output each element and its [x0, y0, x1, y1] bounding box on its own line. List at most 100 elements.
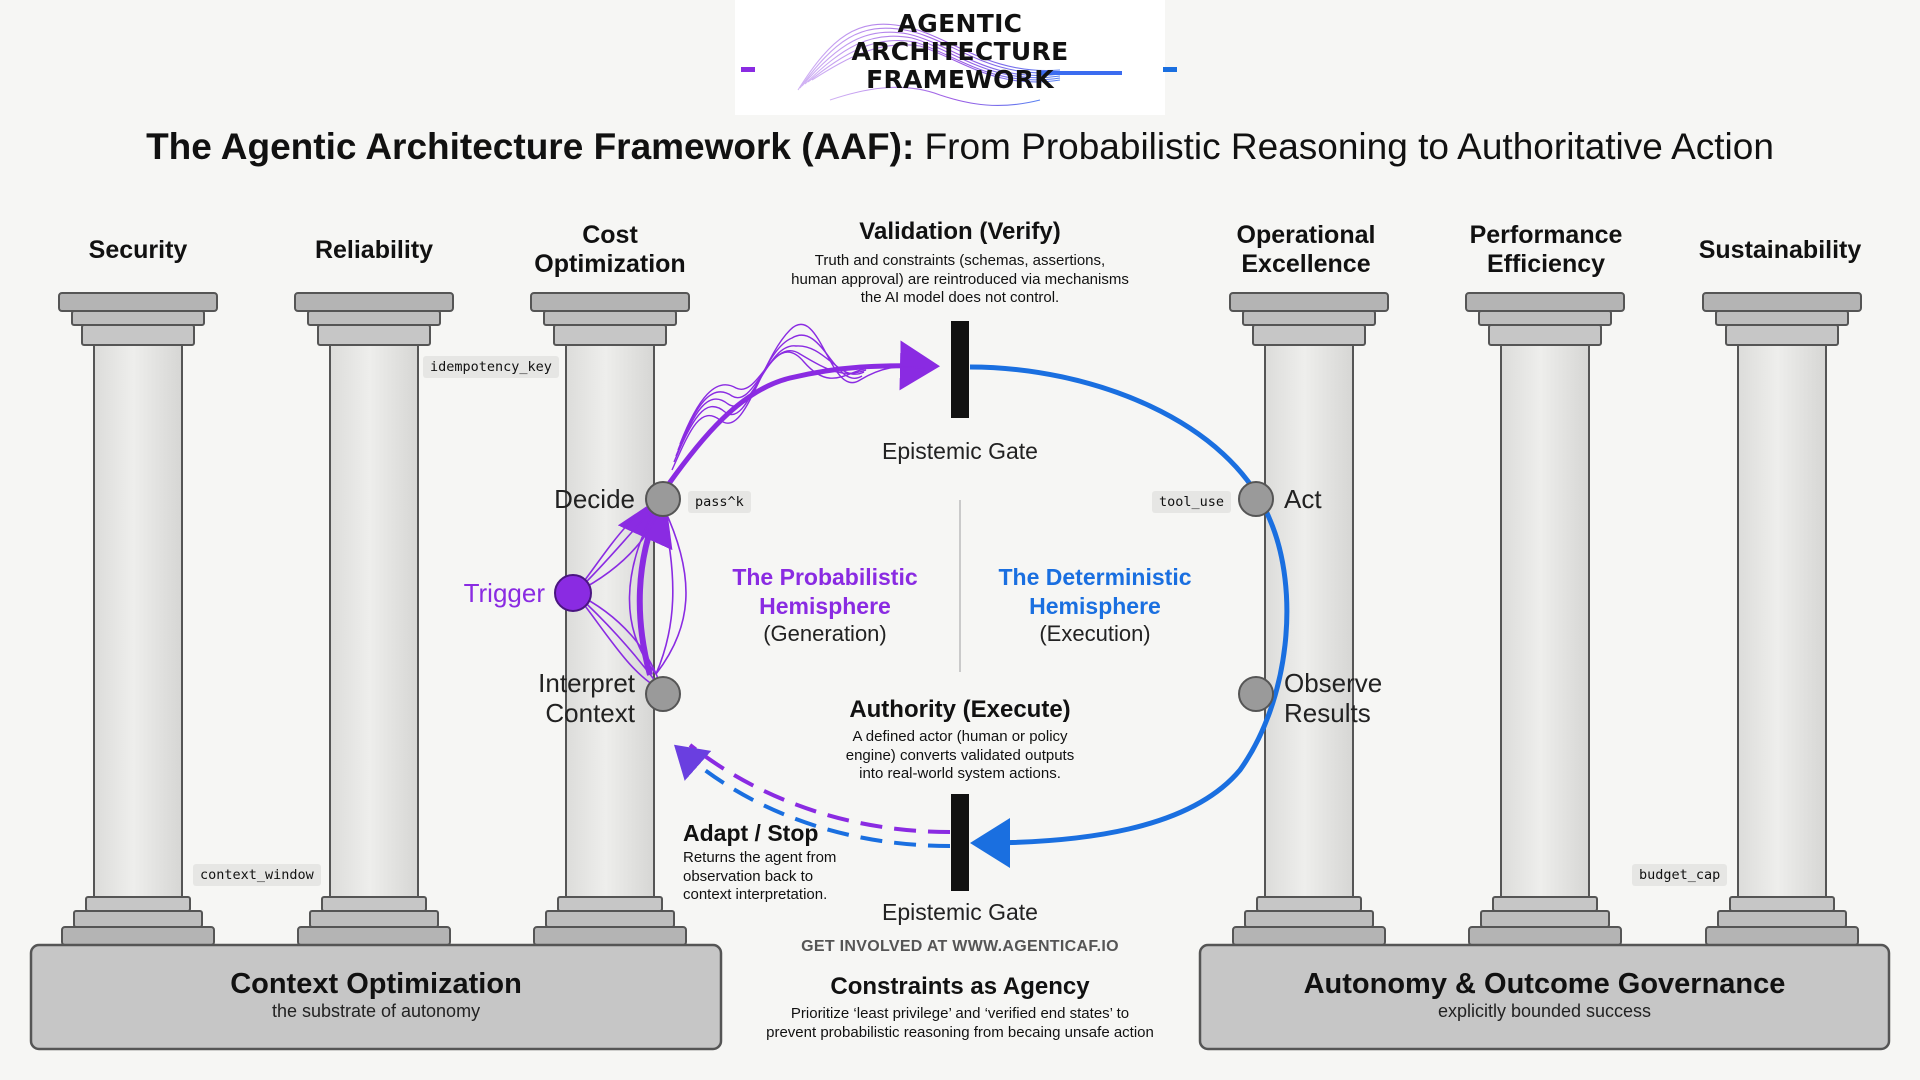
authority-line: A defined actor (human or policy	[852, 728, 1068, 745]
validation-line: Truth and constraints (schemas, assertio…	[814, 252, 1106, 269]
observe-line: Observe	[1284, 668, 1383, 698]
interpret-line: Interpret	[538, 668, 635, 698]
code-tag-budget-cap: budget_cap	[1632, 864, 1728, 886]
pillar-capital-ring	[1715, 310, 1849, 326]
authority-block: Authority (Execute) A defined actor (hum…	[800, 696, 1120, 784]
execution-arc	[969, 364, 1290, 868]
pillars-group	[58, 292, 1862, 946]
top-epistemic-gate	[951, 321, 969, 418]
act-node	[1238, 481, 1274, 517]
pillar-shaft	[1500, 344, 1590, 898]
right-base: Autonomy & Outcome Governance explicitly…	[1200, 968, 1889, 1022]
get-involved-link[interactable]: GET INVOLVED AT WWW.AGENTICAF.IO	[801, 938, 1119, 955]
pillar-capital-ring	[1478, 310, 1612, 326]
validation-line: human approval) are reintroduced via mec…	[791, 270, 1129, 288]
code-tag-idempotency-key: idempotency_key	[423, 356, 559, 378]
deterministic-title: Hemisphere	[1029, 593, 1161, 619]
validation-heading: Validation (Verify)	[859, 218, 1061, 245]
bottom-gate-label: Epistemic Gate	[882, 899, 1038, 925]
pillar-label-sustainability: Sustainability	[1698, 236, 1862, 264]
left-base-title: Context Optimization	[230, 968, 522, 1000]
observe-line: Results	[1284, 698, 1371, 728]
pillar-capital-neck	[81, 324, 195, 346]
adapt-line: Returns the agent from	[683, 849, 837, 866]
validation-block: Validation (Verify) Truth and constraint…	[740, 218, 1180, 308]
pillar-reliability	[294, 292, 454, 946]
pillar-base-ring	[1717, 910, 1847, 928]
pillar-capital	[1465, 292, 1625, 312]
act-label: Act	[1284, 484, 1322, 514]
decide-node	[645, 481, 681, 517]
constraints-line: prevent probabilistic reasoning from bec…	[766, 1023, 1154, 1041]
pillar-capital-ring	[543, 310, 677, 326]
decide-label: Decide	[554, 484, 635, 514]
pillar-plinth	[1468, 926, 1622, 946]
code-tag-tool-use: tool_use	[1152, 491, 1232, 513]
pillar-capital-neck	[1488, 324, 1602, 346]
interpret-node	[645, 676, 681, 712]
pillar-base-ring	[321, 896, 427, 912]
top-gate-label: Epistemic Gate	[882, 438, 1038, 464]
pillar-capital	[58, 292, 218, 312]
left-base-slab	[29, 943, 723, 1051]
pillar-label-operational-excellence: Operational Excellence	[1236, 221, 1376, 278]
right-base-subtitle: explicitly bounded success	[1437, 1001, 1652, 1021]
left-base: Context Optimization the substrate of au…	[31, 968, 721, 1022]
pillar-operational-excellence	[1229, 292, 1389, 946]
pillar-plinth	[61, 926, 215, 946]
trigger-label: Trigger	[463, 578, 545, 608]
pillar-shaft	[93, 344, 183, 898]
pillar-capital	[294, 292, 454, 312]
pillar-base-ring	[309, 910, 439, 928]
authority-line: into real-world system actions.	[859, 765, 1061, 782]
interpret-context-label: Interpret Context	[520, 668, 635, 728]
pillar-capital	[1702, 292, 1862, 312]
pillar-label-performance-efficiency: Performance Efficiency	[1469, 221, 1623, 278]
pillar-base-ring	[1244, 910, 1374, 928]
observe-results-label: Observe Results	[1284, 668, 1382, 728]
pillar-plinth	[1232, 926, 1386, 946]
probabilistic-hemisphere: The Probabilistic Hemisphere (Generation…	[705, 563, 945, 647]
logo-line: ARCHITECTURE	[851, 37, 1069, 66]
authority-heading: Authority (Execute)	[849, 696, 1071, 723]
pillar-base-ring	[557, 896, 663, 912]
pillar-shaft	[1264, 344, 1354, 898]
logo-line: AGENTIC	[897, 9, 1023, 38]
pillar-base-ring	[1492, 896, 1598, 912]
logo-wordmark: AGENTIC ARCHITECTURE FRAMEWORK	[0, 10, 1920, 94]
pillar-capital-neck	[1725, 324, 1839, 346]
pillar-plinth	[533, 926, 687, 946]
right-base-title: Autonomy & Outcome Governance	[1303, 968, 1786, 1000]
pillar-capital-ring	[71, 310, 205, 326]
probabilistic-subtitle: (Generation)	[763, 621, 887, 646]
pillar-performance-efficiency	[1465, 292, 1625, 946]
pillar-label-cost-optimization: Cost Optimization	[534, 221, 686, 278]
pillar-capital	[1229, 292, 1389, 312]
pillar-base-ring	[1480, 910, 1610, 928]
adapt-block: Adapt / Stop Returns the agent from obse…	[683, 820, 883, 905]
decide-to-gate-arrow	[665, 323, 940, 487]
observe-node	[1238, 676, 1274, 712]
pillar-capital-neck	[317, 324, 431, 346]
pillar-capital-neck	[553, 324, 667, 346]
deterministic-subtitle: (Execution)	[1039, 621, 1151, 646]
constraints-block: Constraints as Agency Prioritize ‘least …	[720, 973, 1200, 1042]
constraints-line: Prioritize ‘least privilege’ and ‘verifi…	[790, 1005, 1130, 1022]
pillar-cost-optimization	[530, 292, 690, 946]
pillar-capital-ring	[307, 310, 441, 326]
title-regular: From Probabilistic Reasoning to Authorit…	[924, 126, 1774, 167]
pillar-capital-neck	[1252, 324, 1366, 346]
right-base-slab	[1198, 943, 1891, 1051]
title-bold: The Agentic Architecture Framework (AAF)…	[146, 126, 915, 167]
bottom-epistemic-gate	[951, 794, 969, 891]
pillar-label-reliability: Reliability	[314, 236, 434, 264]
validation-line: the AI model does not control.	[860, 289, 1060, 306]
pillar-shaft	[1737, 344, 1827, 898]
adapt-line: context interpretation.	[683, 886, 828, 903]
deterministic-hemisphere: The Deterministic Hemisphere (Execution)	[975, 563, 1215, 647]
pillar-security	[58, 292, 218, 946]
trigger-node	[554, 574, 592, 612]
pillar-base-ring	[1729, 896, 1835, 912]
probabilistic-title: The Probabilistic	[732, 564, 918, 590]
